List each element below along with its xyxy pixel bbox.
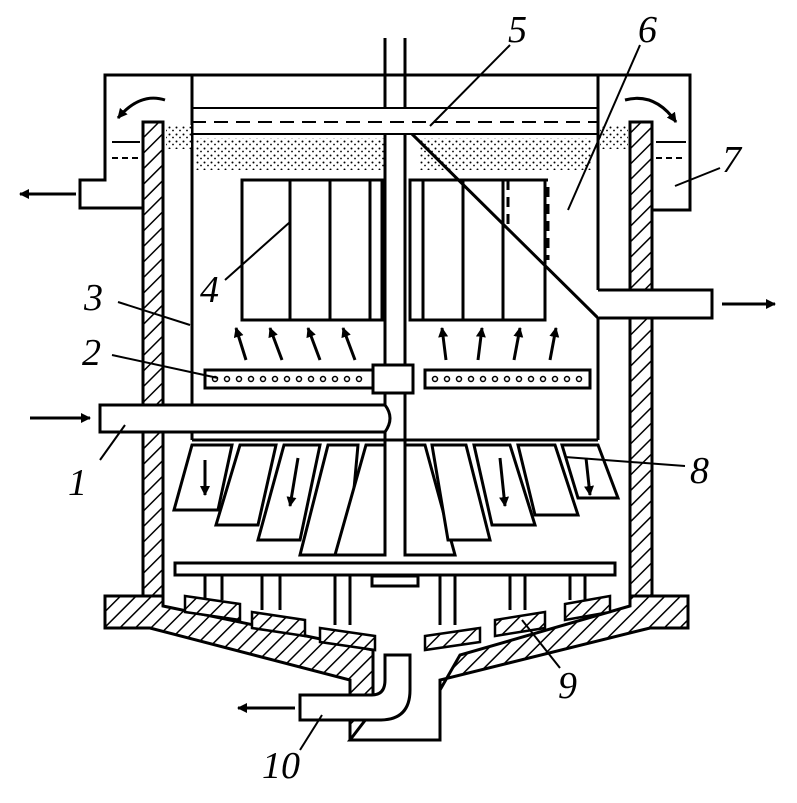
clarified-water-outlet — [598, 288, 714, 320]
label-8: 8 — [690, 450, 709, 492]
scraper-arm — [173, 561, 617, 625]
label-6: 6 — [638, 9, 657, 51]
scraper-blades — [183, 594, 612, 652]
sludge-outlet — [298, 653, 412, 722]
overflow-arrow-right — [624, 96, 678, 123]
callout-labels: 1 2 3 4 5 6 7 8 9 10 — [68, 9, 743, 787]
label-2: 2 — [82, 332, 101, 374]
outer-shell — [103, 120, 690, 742]
overflow-launder — [78, 73, 692, 440]
plate-pack — [240, 178, 547, 322]
label-3: 3 — [83, 277, 103, 319]
inlet-pipe — [98, 403, 392, 434]
label-7: 7 — [722, 139, 743, 181]
skirt-plates — [172, 443, 621, 557]
overflow-arrow-left — [116, 96, 166, 119]
dashed-frame — [470, 178, 550, 260]
label-4: 4 — [200, 269, 219, 311]
central-shaft — [383, 38, 407, 555]
label-5: 5 — [508, 9, 527, 51]
leader-lines — [99, 44, 721, 751]
label-1: 1 — [68, 462, 87, 504]
water-surface — [192, 107, 598, 170]
downflow-arrows — [200, 457, 595, 507]
label-10: 10 — [262, 745, 300, 787]
label-9: 9 — [558, 665, 577, 707]
upflow-arrows — [233, 327, 560, 361]
launder-water — [112, 125, 686, 159]
diagonal-baffle — [410, 132, 600, 320]
